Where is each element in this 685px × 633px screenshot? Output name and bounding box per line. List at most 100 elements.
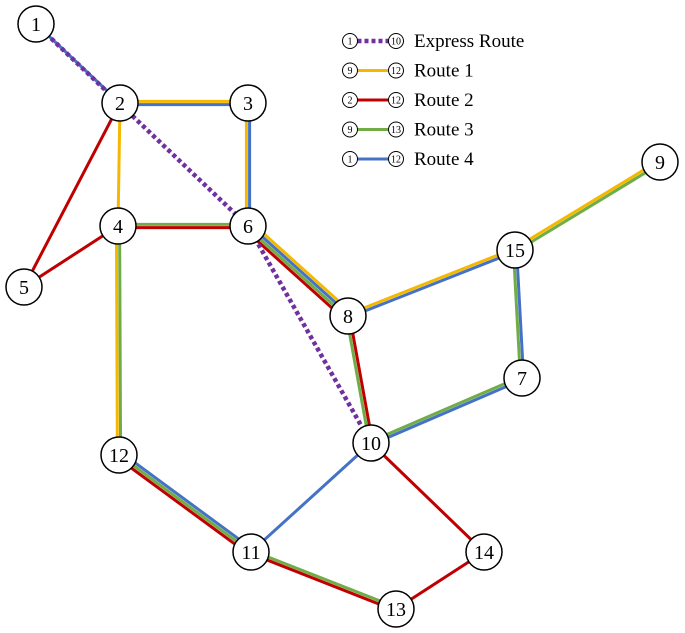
node-label: 8 — [343, 306, 353, 328]
legend-node-label: 12 — [391, 66, 401, 77]
legend-node-circle — [388, 62, 404, 79]
edge-11-13-route2 — [249, 552, 396, 612]
edge-6-8-route2 — [243, 228, 346, 321]
legend-label: Express Route — [414, 31, 524, 52]
edge-12-11-route4 — [120, 451, 254, 551]
legend-node-label: 12 — [391, 96, 401, 107]
edge-15-9-route1 — [513, 159, 660, 250]
legend-item-express: 1 10 Express Route — [342, 31, 524, 52]
node-circle — [5, 268, 43, 306]
legend-node-label: 9 — [348, 66, 353, 77]
node-8: 8 — [329, 297, 367, 335]
edge-10-14-route2 — [369, 441, 486, 554]
node-label: 5 — [19, 277, 29, 299]
edge-8-10-route2 — [348, 315, 375, 443]
legend-node-label: 1 — [348, 37, 353, 48]
legend-node-circle — [342, 62, 358, 79]
node-circle — [503, 359, 541, 397]
legend-node-circle — [388, 121, 404, 138]
node-5: 5 — [5, 268, 43, 306]
node-circle — [100, 436, 138, 474]
express-route-layer — [34, 22, 373, 445]
legend-item-route1: 9 12 Route 1 — [342, 61, 474, 82]
node-9: 9 — [641, 143, 679, 181]
node-circle — [229, 84, 267, 122]
edge-11-13-route3 — [251, 549, 398, 609]
edges-layer — [22, 22, 662, 612]
node-14: 14 — [465, 533, 503, 571]
legend-node-circle — [342, 121, 358, 138]
node-label: 4 — [113, 216, 123, 238]
node-4: 4 — [99, 207, 137, 245]
node-label: 15 — [505, 240, 525, 262]
legend-node-label: 12 — [391, 155, 401, 166]
legend-node-label: 10 — [391, 37, 401, 48]
edge-4-12-route3 — [118, 225, 123, 455]
node-6: 6 — [229, 207, 267, 245]
legend-node-circle — [388, 151, 404, 167]
node-label: 6 — [243, 216, 253, 238]
node-2: 2 — [101, 84, 139, 122]
legend-label: Route 4 — [414, 149, 474, 170]
legend-node-circle — [388, 92, 404, 108]
edge-8-10-route3 — [344, 316, 371, 444]
node-15: 15 — [496, 231, 534, 269]
node-circle — [329, 297, 367, 335]
node-label: 12 — [109, 445, 129, 467]
edge-10-11-route4 — [249, 441, 373, 554]
edge-6-8-route4 — [248, 223, 351, 316]
legend-label: Route 1 — [414, 61, 474, 82]
legend-label: Route 3 — [414, 120, 474, 141]
node-circle — [377, 590, 415, 628]
node-circle — [99, 207, 137, 245]
node-label: 2 — [115, 93, 125, 115]
edge-2-5-route2 — [22, 102, 122, 288]
node-label: 7 — [517, 368, 527, 390]
node-circle — [232, 533, 270, 571]
node-label: 9 — [655, 152, 665, 174]
legend-node-label: 2 — [348, 96, 353, 107]
node-circle — [17, 5, 55, 43]
edge-7-10-route4 — [371, 378, 524, 446]
legend-label: Route 2 — [414, 90, 474, 111]
legend-node-label: 13 — [391, 125, 401, 136]
legend-node-label: 9 — [348, 125, 353, 136]
edge-15-7-route4 — [515, 249, 526, 378]
node-circle — [641, 143, 679, 181]
edge-12-11-route2 — [116, 456, 250, 556]
node-10: 10 — [352, 424, 390, 462]
node-label: 14 — [474, 542, 494, 564]
node-circle — [352, 424, 390, 462]
edge-8-15-route4 — [348, 250, 517, 319]
node-1: 1 — [17, 5, 55, 43]
edge-6-8-route1 — [250, 221, 353, 314]
legend-item-route2: 2 12 Route 2 — [342, 90, 474, 111]
edge-7-10-route3 — [369, 375, 522, 443]
legend-node-circle — [388, 33, 404, 49]
edge-15-9-route3 — [515, 162, 662, 253]
edge-2-4-route1 — [116, 102, 122, 227]
node-3: 3 — [229, 84, 267, 122]
edge-15-7-route3 — [511, 250, 522, 379]
legend-node-label: 1 — [348, 155, 353, 166]
edge-4-12-route1 — [114, 226, 119, 456]
express-segment-1-6 — [34, 22, 250, 228]
edge-8-15-route1 — [346, 247, 515, 316]
node-circle — [101, 84, 139, 122]
node-11: 11 — [232, 533, 270, 571]
node-12: 12 — [100, 436, 138, 474]
node-13: 13 — [377, 590, 415, 628]
legend-node-circle — [342, 33, 358, 49]
node-label: 3 — [243, 93, 253, 115]
legend-item-route3: 9 13 Route 3 — [342, 120, 474, 141]
node-circle — [465, 533, 503, 571]
node-label: 10 — [361, 433, 381, 455]
edge-6-8-route3 — [245, 226, 348, 319]
node-circle — [496, 231, 534, 269]
legend-node-circle — [342, 151, 358, 167]
legend-node-circle — [342, 92, 358, 108]
node-label: 11 — [241, 542, 260, 564]
